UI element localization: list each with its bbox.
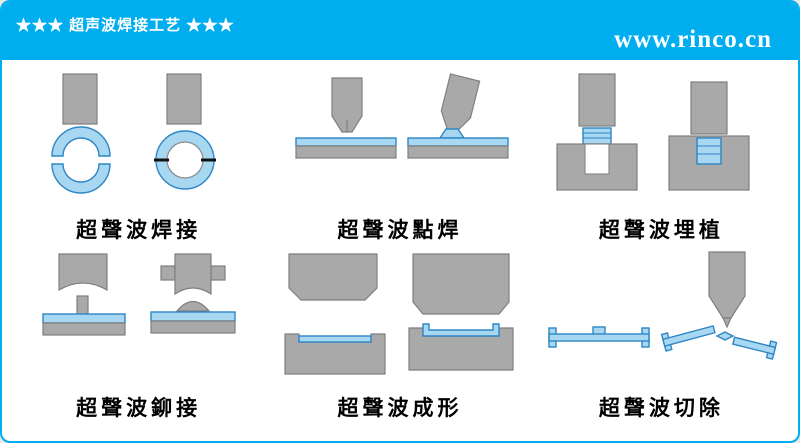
horn-shape xyxy=(58,253,108,292)
riveting-before xyxy=(41,253,126,336)
horn-shape xyxy=(288,253,378,301)
cutting-after xyxy=(661,251,778,360)
cutting-before xyxy=(548,326,651,348)
spot-after xyxy=(407,73,509,159)
sheet-blue xyxy=(295,137,397,147)
diagram-cell-spot-welding: 超聲波點焊 xyxy=(269,72,530,244)
horn-shape xyxy=(331,77,363,133)
sheet-base xyxy=(407,145,509,159)
spot-before xyxy=(295,77,397,159)
diagram-label-cutting: 超聲波切除 xyxy=(598,396,724,420)
riveting-after xyxy=(149,253,236,334)
diagram-cell-insertion: 超聲波埋植 xyxy=(531,72,792,244)
diagram-cell-forming: 超聲波成形 xyxy=(269,250,530,422)
horn-shape xyxy=(166,73,202,125)
cut-piece-bar xyxy=(662,325,717,348)
horn-flange-left xyxy=(160,265,176,281)
diagram-cell-riveting: 超聲波鉚接 xyxy=(8,250,269,422)
header-bar: ★★★ 超声波焊接工艺 ★★★ www.rinco.cn xyxy=(2,2,798,60)
cutting-diagram xyxy=(548,251,778,360)
insertion-after xyxy=(668,81,750,191)
horn-shape xyxy=(62,73,98,125)
forming-before xyxy=(284,253,386,375)
diagram-label-insertion: 超聲波埋植 xyxy=(598,218,724,242)
sheet-base xyxy=(295,145,397,159)
riveting-diagram xyxy=(41,253,236,336)
diagram-cell-cutting: 超聲波切除 xyxy=(531,250,792,422)
horn-blade-tip xyxy=(722,317,733,329)
insert-embedded xyxy=(696,137,723,165)
horn-shape xyxy=(578,73,616,127)
horn-shape xyxy=(440,73,481,132)
rivet-head xyxy=(175,300,210,312)
horn-shape xyxy=(412,253,510,315)
plate-blue xyxy=(41,313,126,324)
cut-chip xyxy=(715,331,735,341)
insert-part xyxy=(582,127,613,145)
runner-bar xyxy=(548,333,651,342)
forming-diagram xyxy=(284,253,514,375)
part-blank xyxy=(298,335,372,343)
diagram-label-welding: 超聲波焊接 xyxy=(76,218,202,242)
cut-piece-right xyxy=(732,336,778,360)
diagram-label-spot-welding: 超聲波點焊 xyxy=(337,218,463,242)
part-formed xyxy=(422,323,500,337)
weld-nugget xyxy=(438,128,466,139)
ring-inner xyxy=(166,141,204,179)
diagram-grid: 超聲波焊接 超聲波點焊 xyxy=(2,60,798,422)
ring-half-top xyxy=(50,126,111,157)
horn-flange-right xyxy=(210,265,226,281)
diagram-cell-welding: 超聲波焊接 xyxy=(8,72,269,244)
ring-half-bottom xyxy=(50,163,111,194)
diagram-label-forming: 超聲波成形 xyxy=(337,396,463,420)
rivet-stem xyxy=(76,295,89,315)
plate-blue xyxy=(149,311,236,322)
welding-before xyxy=(50,73,111,194)
website-text: www.rinco.cn xyxy=(614,26,772,53)
cut-piece-bar xyxy=(732,336,777,356)
horn-shape xyxy=(174,253,212,296)
insertion-before xyxy=(556,73,638,191)
forming-after xyxy=(408,253,514,371)
insertion-diagram xyxy=(556,73,750,191)
plate-base xyxy=(150,320,236,334)
welding-after xyxy=(153,73,216,190)
plate-base xyxy=(42,322,126,336)
spot-welding-diagram xyxy=(295,73,509,159)
horn-shape xyxy=(708,251,746,319)
cut-piece-left xyxy=(661,325,717,352)
horn-shape xyxy=(690,81,728,135)
page-title: ★★★ 超声波焊接工艺 ★★★ xyxy=(16,17,235,34)
pilot-hole xyxy=(584,143,610,175)
diagram-label-riveting: 超聲波鉚接 xyxy=(76,396,202,420)
sheet-blue xyxy=(407,137,509,147)
welding-diagram xyxy=(50,73,216,194)
